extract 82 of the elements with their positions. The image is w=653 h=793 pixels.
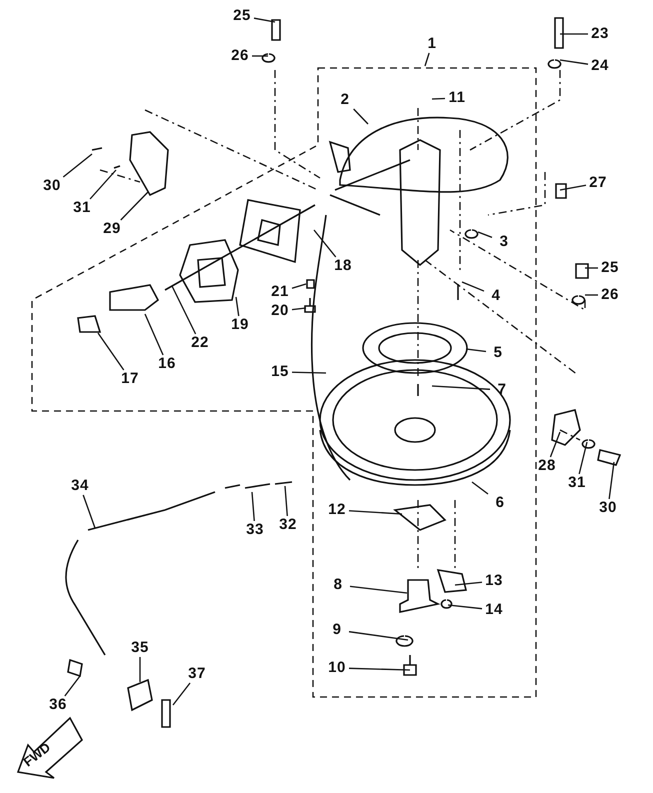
callout-number: 30 (596, 499, 620, 517)
callout-number: 26 (598, 286, 622, 304)
callout-number: 4 (484, 287, 508, 305)
callout-number: 11 (445, 89, 469, 107)
leader-line (348, 668, 410, 671)
callout-number: 1 (420, 35, 444, 53)
leader-line (235, 296, 240, 316)
callout-number: 15 (268, 363, 292, 381)
callout-number: 20 (268, 302, 292, 320)
callout-number: 5 (486, 344, 510, 362)
leader-line (348, 510, 402, 515)
leader-line (284, 486, 288, 516)
callout-number: 18 (331, 257, 355, 275)
callout-number: 30 (40, 177, 64, 195)
leader-line (348, 631, 408, 641)
leader-line (144, 314, 164, 356)
leader-line (550, 432, 561, 458)
leader-line (478, 231, 492, 238)
leader-line (82, 494, 96, 528)
callout-number: 36 (46, 696, 70, 714)
callout-number: 21 (268, 283, 292, 301)
callout-number: 37 (185, 665, 209, 683)
callout-number: 9 (325, 621, 349, 639)
leader-line (292, 283, 306, 289)
leader-line (466, 348, 486, 352)
leader-line (585, 294, 598, 296)
leader-line (251, 492, 255, 522)
leader-line (64, 676, 81, 696)
leader-line (254, 18, 276, 23)
leader-line (139, 657, 141, 682)
callout-number: 33 (243, 521, 267, 539)
callout-number: 6 (488, 494, 512, 512)
leader-line (560, 59, 588, 65)
callout-number: 23 (588, 25, 612, 43)
callout-number: 28 (535, 457, 559, 475)
leader-line (585, 267, 598, 269)
callout-number: 3 (492, 233, 516, 251)
callout-number: 16 (155, 355, 179, 373)
leader-line (90, 170, 116, 200)
leader-line (608, 462, 615, 500)
callout-number: 26 (228, 47, 252, 65)
callout-number: 27 (586, 174, 610, 192)
leader-line (472, 481, 488, 495)
callout-number: 2 (333, 91, 357, 109)
callout-number: 12 (325, 501, 349, 519)
callout-number: 10 (325, 659, 349, 677)
leader-line (432, 98, 446, 100)
leader-line (353, 108, 368, 124)
leader-line (120, 192, 148, 220)
callout-number: 25 (598, 259, 622, 277)
leader-line (292, 307, 306, 310)
callout-number: 31 (70, 199, 94, 217)
leader-line (172, 682, 191, 706)
leader-line (171, 286, 196, 334)
leader-line (314, 230, 336, 258)
leader-line (560, 33, 588, 35)
callout-number: 7 (490, 381, 514, 399)
callout-number: 29 (100, 220, 124, 238)
leader-line (578, 442, 588, 474)
leader-line (462, 281, 484, 292)
callout-number: 35 (128, 639, 152, 657)
callout-number: 34 (68, 477, 92, 495)
callout-number: 31 (565, 474, 589, 492)
leader-line (560, 184, 586, 191)
callout-number: 24 (588, 57, 612, 75)
leader-line (252, 55, 268, 57)
callout-number: 25 (230, 7, 254, 25)
callout-number: 8 (326, 576, 350, 594)
callout-number: 32 (276, 516, 300, 534)
callout-number: 14 (482, 601, 506, 619)
leader-line (448, 604, 482, 610)
callout-number: 22 (188, 334, 212, 352)
leader-line (454, 582, 482, 586)
leader-line (292, 372, 326, 374)
leader-line (97, 332, 124, 370)
leader-line (424, 52, 430, 66)
leader-line (62, 154, 92, 178)
leader-line (432, 385, 490, 390)
leader-line (350, 586, 408, 594)
callout-number: 19 (228, 316, 252, 334)
callout-number: 17 (118, 370, 142, 388)
callout-number: 13 (482, 572, 506, 590)
